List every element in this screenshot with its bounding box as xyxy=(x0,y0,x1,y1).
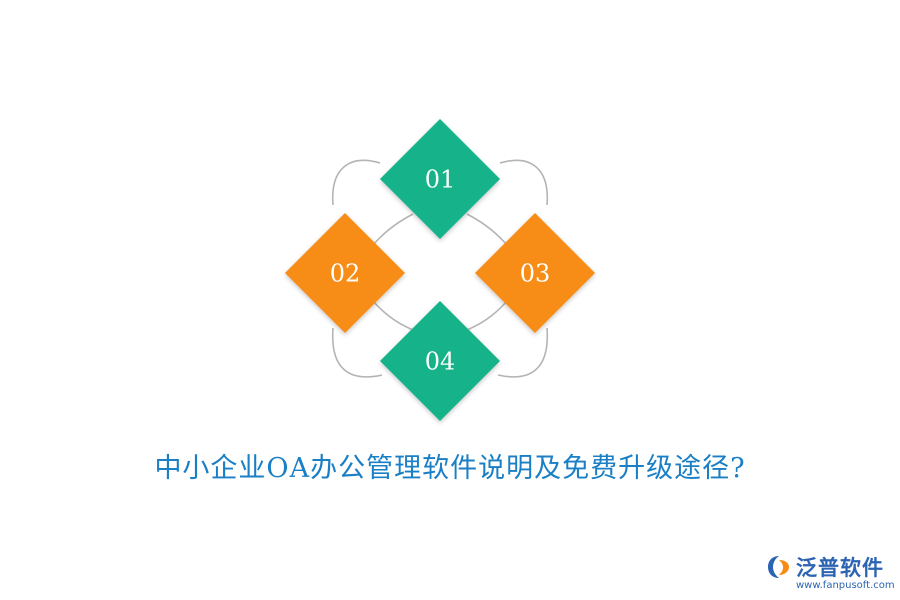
connector-bottom-right xyxy=(497,327,549,378)
brand-logo-icon xyxy=(768,556,789,578)
diamond-04-label: 04 xyxy=(425,348,456,376)
diamond-04 xyxy=(380,301,500,421)
diamond-01-label: 01 xyxy=(425,166,456,194)
diamond-02-shape xyxy=(285,213,405,333)
connector-inner-bottom-left xyxy=(371,299,414,331)
diamond-03 xyxy=(475,213,595,333)
brand-url: www.fanpusoft.com xyxy=(796,580,895,591)
diagram-caption: 中小企业OA办公管理软件说明及免费升级途径? xyxy=(154,453,746,484)
diamond-04-shape xyxy=(380,301,500,421)
connector-inner-bottom-right xyxy=(466,299,509,331)
connector-top-left xyxy=(331,159,381,206)
logo-mark-blue xyxy=(768,556,779,578)
diamond-03-shape xyxy=(475,213,595,333)
logo-mark-orange xyxy=(779,560,789,575)
diamond-02-label: 02 xyxy=(330,260,361,288)
brand-name: 泛普软件 xyxy=(796,556,884,580)
connector-inner-top-left xyxy=(371,213,414,247)
diamond-01-shape xyxy=(380,119,500,239)
diamond-01 xyxy=(380,119,500,239)
connector-inner-top-right xyxy=(466,213,509,247)
diamond-02 xyxy=(285,213,405,333)
diamond-03-label: 03 xyxy=(520,260,551,288)
brand-logo: 泛普软件 www.fanpusoft.com xyxy=(766,552,895,596)
connector-top-right xyxy=(499,159,549,206)
connector-bottom-left xyxy=(331,327,383,378)
